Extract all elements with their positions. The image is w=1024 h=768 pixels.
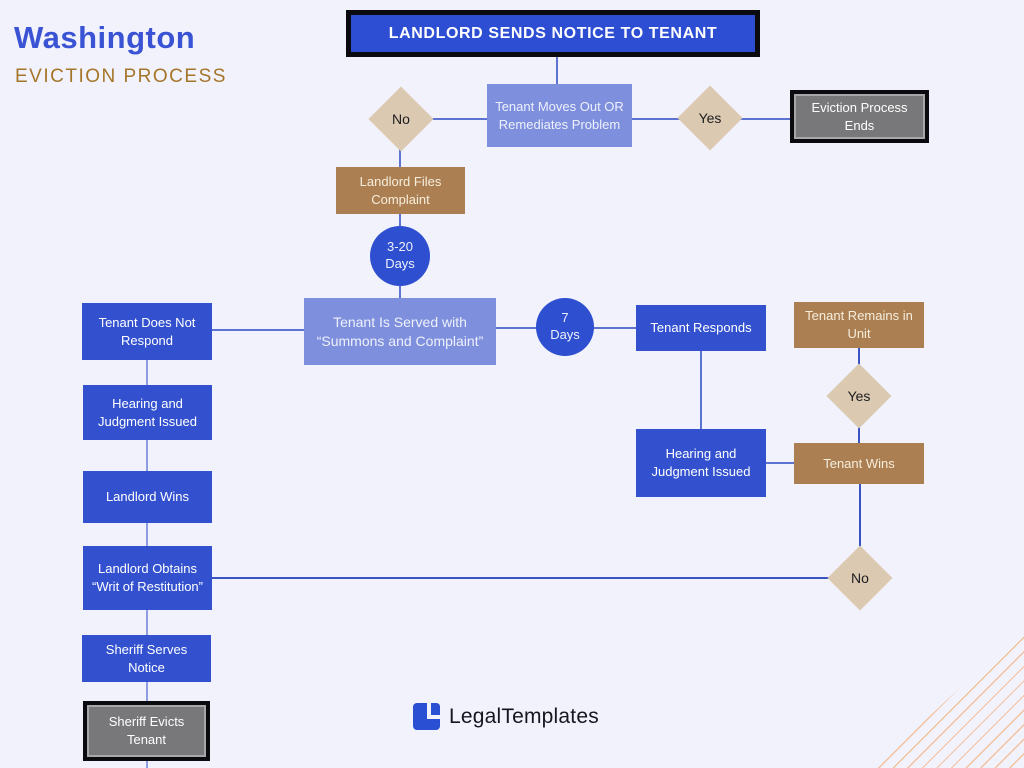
- node-sheriff-serves-notice: Sheriff Serves Notice: [82, 635, 211, 682]
- node-label: Tenant Responds: [650, 320, 752, 336]
- icon-detail: [427, 715, 440, 719]
- connector-landlordwins-to-writ: [146, 523, 148, 547]
- connector-tenantwins-to-no: [859, 484, 861, 558]
- icon-detail: [431, 703, 440, 715]
- page-title: Washington: [14, 20, 196, 55]
- diagonal-stripes-decoration: [874, 628, 1024, 768]
- icon-detail: [427, 703, 431, 719]
- node-landlord-files-complaint: Landlord Files Complaint: [336, 167, 465, 214]
- decision-label: No: [851, 570, 869, 586]
- node-label: Sheriff Evicts Tenant: [108, 714, 185, 747]
- connector-hearing-to-tenantwins: [766, 462, 794, 464]
- node-label: Landlord Wins: [105, 489, 190, 505]
- node-label: Tenant Wins: [823, 455, 895, 471]
- decision-yes-right: Yes: [826, 363, 892, 429]
- node-label: Landlord Obtains “Writ of Restitution”: [91, 561, 203, 594]
- node-label: Tenant Moves Out OR Remediates Problem: [495, 98, 624, 132]
- page-subtitle: EVICTION PROCESS: [15, 66, 227, 87]
- node-label: Tenant Remains in Unit: [805, 308, 913, 341]
- connector-hearing-to-landlordwins: [146, 440, 148, 472]
- connector-responds-to-hearing: [700, 351, 702, 429]
- connector-served-to-norespond: [212, 329, 304, 331]
- node-label: LANDLORD SENDS NOTICE TO TENANT: [388, 24, 718, 42]
- node-tenant-responds: Tenant Responds: [636, 305, 766, 351]
- node-label: Landlord Files Complaint: [359, 173, 442, 207]
- connector-yes-to-end: [728, 118, 790, 120]
- node-tenant-moves-out: Tenant Moves Out OR Remediates Problem: [487, 84, 632, 147]
- node-tenant-wins: Tenant Wins: [794, 443, 924, 484]
- connector-notice-to-movesout: [556, 57, 558, 85]
- connector-no-to-complaint: [399, 140, 401, 167]
- node-tenant-is-served: Tenant Is Served with “Summons and Compl…: [304, 298, 496, 365]
- node-eviction-process-ends: Eviction Process Ends: [790, 90, 929, 143]
- decision-yes-top: Yes: [677, 85, 743, 151]
- node-landlord-sends-notice: LANDLORD SENDS NOTICE TO TENANT: [346, 10, 760, 57]
- connector-writ-to-sheriffserves: [146, 610, 148, 636]
- decision-label: Yes: [847, 388, 871, 404]
- node-3-20-days: 3-20 Days: [370, 226, 430, 286]
- node-hearing-judgment-right: Hearing and Judgment Issued: [636, 429, 766, 497]
- decision-label: No: [392, 111, 410, 127]
- node-label: Hearing and Judgment Issued: [97, 395, 197, 429]
- decision-label: Yes: [698, 110, 722, 126]
- node-label: Hearing and Judgment Issued: [651, 446, 751, 479]
- decision-no-top: No: [368, 86, 434, 152]
- node-label: 7 Days: [550, 310, 580, 342]
- brand-logo: LegalTemplates: [413, 703, 599, 730]
- brand-name: LegalTemplates: [449, 704, 599, 728]
- node-landlord-obtains-writ: Landlord Obtains “Writ of Restitution”: [83, 546, 212, 610]
- connector-sheriffserves-to-evicts: [146, 682, 148, 702]
- connector-evicts-stub: [146, 761, 148, 768]
- node-tenant-remains-in-unit: Tenant Remains in Unit: [794, 302, 924, 348]
- legaltemplates-icon: [413, 703, 440, 730]
- connector-no-to-movesout: [428, 118, 488, 120]
- node-sheriff-evicts-tenant: Sheriff Evicts Tenant: [83, 701, 210, 761]
- decision-no-right: No: [827, 545, 893, 611]
- node-label: Tenant Does Not Respond: [98, 314, 196, 348]
- node-label: Eviction Process Ends: [811, 99, 908, 133]
- node-tenant-does-not-respond: Tenant Does Not Respond: [82, 303, 212, 360]
- node-label: Tenant Is Served with “Summons and Compl…: [316, 313, 484, 349]
- node-label: Sheriff Serves Notice: [105, 641, 188, 675]
- connector-norespond-to-hearing: [146, 360, 148, 386]
- node-landlord-wins: Landlord Wins: [83, 471, 212, 523]
- node-7-days: 7 Days: [536, 298, 594, 356]
- node-hearing-judgment-left: Hearing and Judgment Issued: [83, 385, 212, 440]
- connector-movesout-to-yes: [632, 118, 692, 120]
- node-label: 3-20 Days: [385, 239, 415, 271]
- connector-no-to-writ: [212, 577, 840, 579]
